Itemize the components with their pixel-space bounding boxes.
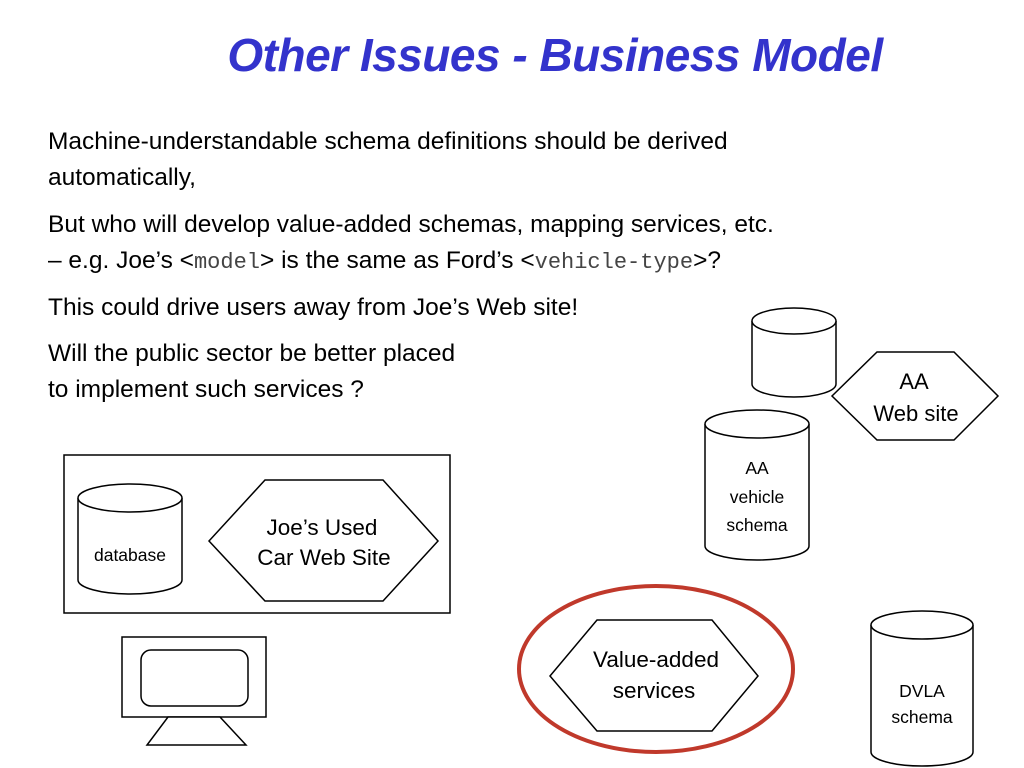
joes-site-label-line1: Joe’s Used [267,515,378,540]
paragraph-line: – e.g. Joe’s <model> is the same as Ford… [48,243,774,281]
value-added-hexagon: Value-added services [549,619,759,732]
highlight-ellipse [517,584,795,754]
aa-site-hexagon: AA Web site [830,351,1000,441]
value-added-label-line1: Value-added [593,647,719,672]
aa-site-label-line2: Web site [873,401,958,426]
database-cylinder: database [77,483,183,595]
dvla-schema-label-line1: DVLA [899,681,945,701]
paragraph-line: to implement such services ? [48,376,364,403]
joes-site-hexagon: Joe’s Used Car Web Site [207,479,440,602]
aa-schema-cylinder: AA vehicle schema [704,409,810,561]
dvla-schema-label-line2: schema [891,707,953,727]
paragraph-drive-users-away: This could drive users away from Joe’s W… [48,294,579,321]
value-added-label-line2: services [613,678,696,703]
text-segment: >? [693,247,721,274]
paragraph-line: But who will develop value-added schemas… [48,211,774,238]
slide-title: Other Issues - Business Model [227,29,883,81]
aa-schema-label-line3: schema [726,515,788,535]
paragraph-line: automatically, [48,164,196,191]
paragraph-line: Will the public sector be better placed [48,340,456,367]
joes-site-box [63,454,451,614]
code-vehicle-type: vehicle-type [534,250,694,275]
aa-schema-label-line2: vehicle [730,487,784,507]
paragraph-schema-derivation: Machine-understandable schema definition… [48,124,728,196]
paragraph-line: Machine-understandable schema definition… [48,128,728,155]
code-model: model [193,250,260,275]
joes-site-label-line2: Car Web Site [257,545,390,570]
aa-site-label-line1: AA [899,369,929,394]
paragraph-value-added-question: But who will develop value-added schemas… [48,207,774,281]
plain-cylinder [751,307,837,398]
dvla-schema-cylinder: DVLA schema [870,610,974,767]
database-label: database [94,545,166,565]
paragraph-public-sector: Will the public sector be better placed … [48,336,455,408]
aa-schema-label-line1: AA [745,458,769,478]
computer-monitor-icon [121,636,267,746]
text-segment: – e.g. Joe’s < [48,247,194,274]
text-segment: > is the same as Ford’s < [260,247,535,274]
